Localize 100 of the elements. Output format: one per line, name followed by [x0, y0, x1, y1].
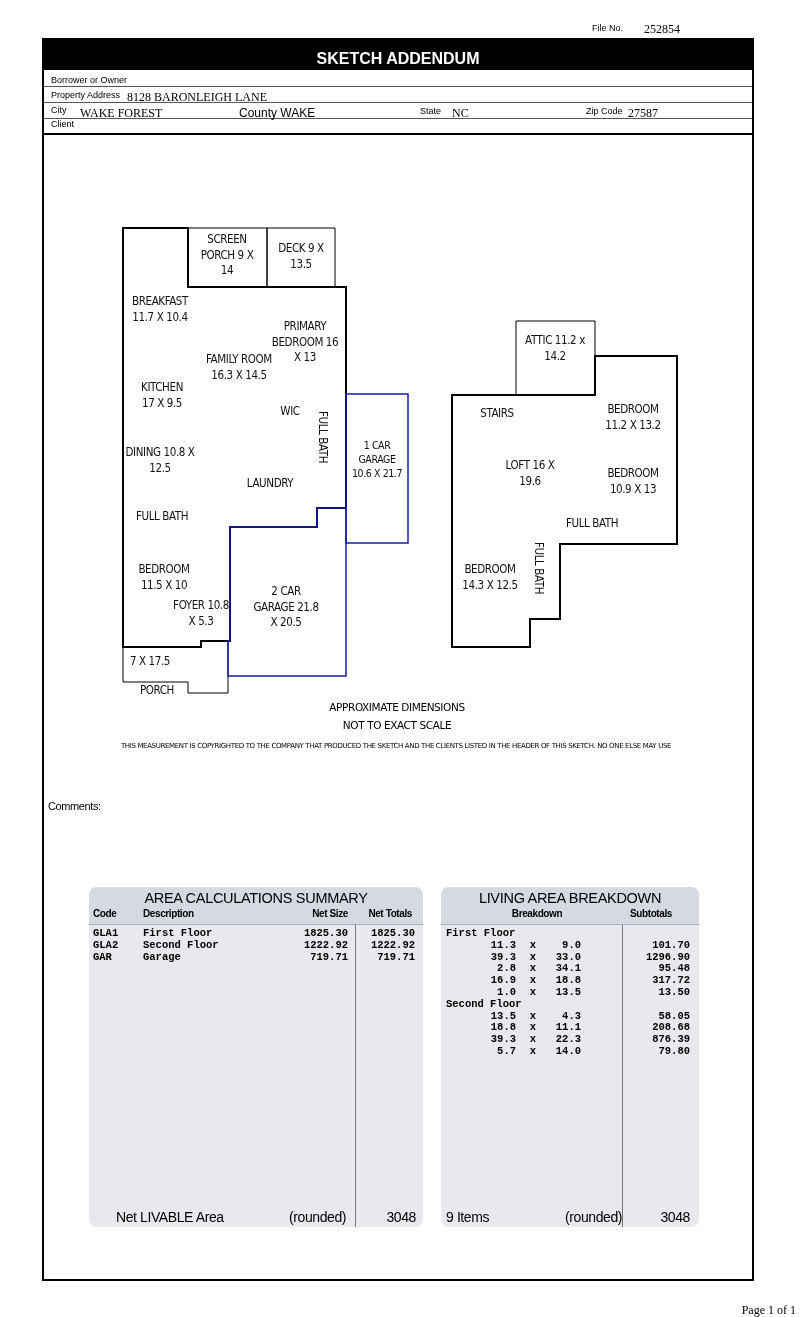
footer-text: 3048	[386, 1210, 416, 1224]
footer-text: Net LIVABLE Area	[116, 1210, 224, 1224]
table-cell: First Floor	[143, 928, 213, 939]
room-label: BEDROOM 11.2 X 13.2	[604, 402, 662, 434]
table-cell: 1296.90	[645, 951, 690, 963]
column-header: Subtotals	[630, 909, 672, 919]
field-label: File No.	[592, 24, 623, 33]
table-cell: 719.71	[377, 951, 415, 963]
table-cell: 13.50	[658, 987, 690, 998]
table-cell: 95.48	[658, 963, 690, 974]
table-title: AREA CALCULATIONS SUMMARY	[144, 891, 368, 906]
field-value: 252854	[644, 23, 680, 35]
table-cell: 1825.30	[303, 928, 348, 939]
room-label: FULL BATH	[530, 540, 546, 597]
table-cell: 33.0	[555, 951, 581, 963]
table-cell: 719.71	[310, 951, 348, 963]
field-value: WAKE FOREST	[80, 107, 163, 119]
table-cell: First Floor	[446, 928, 516, 939]
room-label: PORCH	[139, 683, 175, 699]
table-cell: 13.5	[490, 1010, 516, 1022]
room-label: BEDROOM 14.3 X 12.5	[461, 562, 519, 594]
table-cell: 39.3	[490, 1034, 516, 1045]
comments-label: Comments:	[48, 801, 101, 812]
page-number: Page 1 of 1	[741, 1304, 796, 1316]
table-cell: x	[529, 939, 537, 951]
table-cell: 34.1	[555, 963, 581, 974]
table-cell: GLA2	[93, 939, 119, 951]
room-label: KITCHEN 17 X 9.5	[140, 380, 184, 412]
table-cell: 13.5	[555, 987, 581, 998]
table-cell: x	[529, 1046, 537, 1057]
table-cell: 2.8	[497, 963, 516, 974]
table-cell: 4.3	[562, 1010, 581, 1022]
garage-outline	[346, 394, 408, 543]
note-text: NOT TO EXACT SCALE	[342, 720, 452, 731]
table-cell: 79.80	[658, 1046, 690, 1057]
table-cell: 58.05	[658, 1010, 690, 1022]
field-value: County WAKE	[239, 107, 316, 119]
table-cell: 22.3	[555, 1034, 581, 1045]
table-cell: 16.9	[490, 975, 516, 986]
table-cell: x	[529, 975, 537, 986]
table-cell: Second Floor	[143, 939, 219, 951]
table-cell: 1.0	[497, 987, 516, 998]
column-header: Description	[143, 909, 194, 919]
room-label: FULL BATH	[564, 516, 620, 532]
field-value: NC	[452, 107, 469, 119]
field-label: State	[420, 107, 441, 116]
table-cell: x	[529, 1034, 537, 1045]
table-cell: 876.39	[652, 1034, 690, 1045]
room-label: BEDROOM 11.5 X 10	[137, 562, 191, 594]
table-title: LIVING AREA BREAKDOWN	[478, 891, 662, 906]
footer-text: (rounded)	[289, 1210, 347, 1224]
room-label: FULL BATH	[314, 409, 330, 466]
room-label: DECK 9 X 13.5	[277, 241, 325, 273]
table-cell: 14.0	[555, 1046, 581, 1057]
room-label: FULL BATH	[134, 509, 190, 525]
room-label: DINING 10.8 X 12.5	[124, 445, 196, 477]
table-cell: x	[529, 963, 537, 974]
field-label: Borrower or Owner	[51, 76, 128, 85]
room-label: BEDROOM 10.9 X 13	[606, 466, 660, 498]
table-cell: 18.8	[555, 975, 581, 986]
table-cell: 39.3	[490, 951, 516, 963]
floor-outline	[123, 228, 346, 647]
table-cell: Garage	[143, 951, 181, 963]
column-header: Code	[93, 909, 117, 919]
table-cell: x	[529, 951, 537, 963]
table-cell: Second Floor	[446, 998, 522, 1010]
room-outline	[516, 321, 595, 395]
room-label: STAIRS	[479, 406, 515, 422]
table-cell: x	[529, 1022, 537, 1033]
table-cell: 9.0	[562, 939, 581, 951]
table-cell: x	[529, 987, 537, 998]
column-header: Net Size	[312, 909, 348, 919]
room-label: WIC	[279, 404, 301, 420]
table-cell: 1825.30	[370, 928, 415, 939]
field-label: Property Address	[51, 91, 121, 100]
table-cell: 1222.92	[303, 939, 348, 951]
field-value: 8128 BARONLEIGH LANE	[127, 91, 267, 103]
room-label: 2 CAR GARAGE 21.8 X 20.5	[252, 583, 320, 631]
table-cell: 11.1	[555, 1022, 581, 1033]
table-cell: GAR	[93, 951, 112, 963]
footer-text: (rounded)	[565, 1210, 623, 1224]
field-value: 27587	[628, 107, 658, 119]
porch-outline	[123, 641, 228, 693]
room-label: 7 X 17.5	[128, 654, 172, 670]
room-label: BREAKFAST 11.7 X 10.4	[131, 294, 190, 326]
table-cell: 18.8	[490, 1022, 516, 1033]
table-cell: x	[529, 1010, 537, 1022]
title-bar: SKETCH ADDENDUM	[44, 40, 752, 70]
table-cell: GLA1	[93, 928, 119, 939]
field-label: City	[51, 106, 67, 115]
field-label: Client	[51, 120, 74, 129]
column-header: Breakdown	[511, 909, 563, 919]
room-label: FOYER 10.8 X 5.3	[172, 598, 230, 630]
table-cell: 5.7	[497, 1046, 516, 1057]
footer-text: 3048	[660, 1210, 690, 1224]
table-cell: 101.70	[652, 939, 690, 951]
room-label: 1 CAR GARAGE 10.6 X 21.7	[350, 437, 404, 481]
room-label: FAMILY ROOM 16.3 X 14.5	[205, 352, 273, 384]
field-label: Zip Code	[586, 107, 623, 116]
table-cell: 317.72	[652, 975, 690, 986]
